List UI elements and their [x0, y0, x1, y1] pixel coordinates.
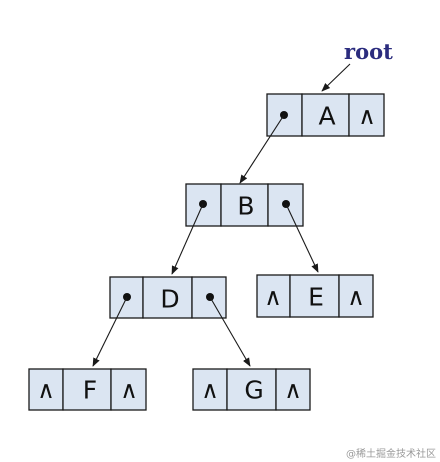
node-A-value: A: [318, 102, 335, 131]
node-E-left-null-cell: [256, 274, 291, 318]
node-A-right-null: ∧: [358, 102, 376, 130]
node-B-value: B: [237, 192, 254, 221]
node-A-right-null-cell: [348, 93, 385, 137]
node-F-right-null: ∧: [120, 376, 138, 404]
edge-root-A: [321, 63, 351, 92]
node-G-left-null: ∧: [201, 376, 219, 404]
node-F-value: F: [83, 376, 97, 405]
edge-B-E: [285, 203, 319, 273]
edge-D-G: [209, 296, 251, 367]
edge-B-D: [171, 203, 204, 275]
node-E-right-null-cell: [338, 274, 374, 318]
node-G-value: G: [244, 376, 263, 405]
node-D: D: [109, 276, 227, 319]
node-E-left-null: ∧: [264, 283, 282, 311]
node-E-value: E: [308, 283, 324, 312]
node-G-right-null: ∧: [284, 376, 302, 404]
node-F-left-null: ∧: [37, 376, 55, 404]
node-E-right-null: ∧: [347, 283, 365, 311]
node-G: ∧ G ∧: [192, 368, 311, 411]
node-A-data-cell: [301, 93, 350, 137]
node-E-data-cell: [289, 274, 340, 318]
node-B: B: [185, 183, 304, 227]
node-F: ∧ F ∧: [28, 368, 147, 411]
root-label: root: [344, 39, 393, 64]
node-E: ∧ E ∧: [256, 274, 374, 318]
node-G-right-null-cell: [275, 368, 311, 411]
node-G-data-cell: [226, 368, 277, 411]
node-A: A ∧: [266, 93, 385, 137]
node-F-right-null-cell: [110, 368, 147, 411]
node-B-data-cell: [220, 183, 269, 227]
edge-A-B: [239, 114, 285, 184]
edge-D-F: [92, 296, 128, 367]
watermark-text: @稀土掘金技术社区: [346, 447, 436, 460]
node-D-value: D: [160, 285, 179, 314]
